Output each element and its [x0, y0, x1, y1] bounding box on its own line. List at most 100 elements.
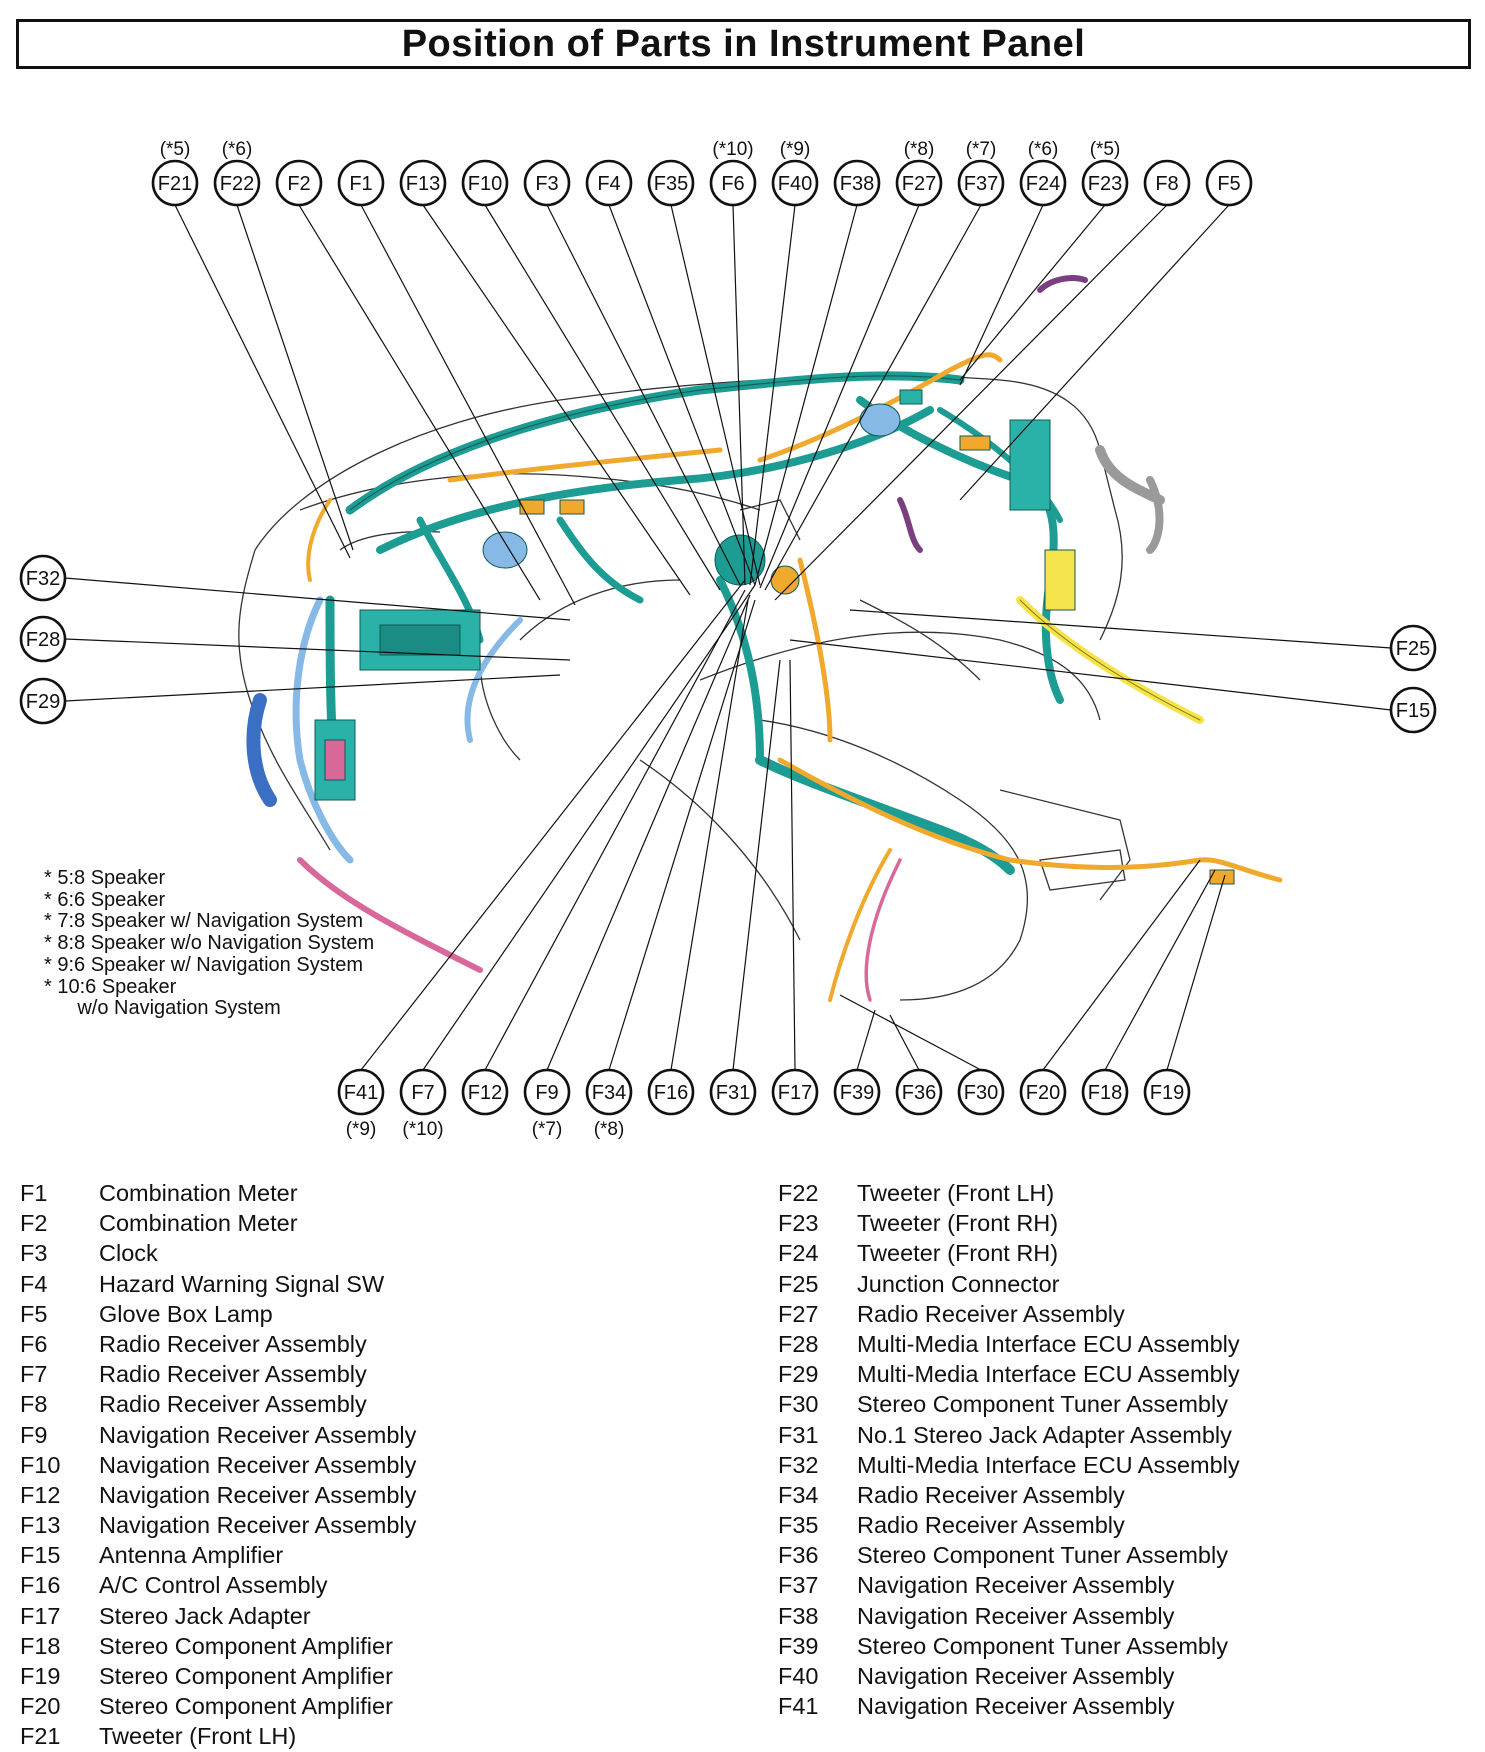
callout-code: F27: [902, 173, 936, 195]
component-blocks: [314, 389, 1235, 885]
leader-line-f39: [856, 1009, 876, 1071]
callout-circle: [1389, 686, 1437, 734]
callout-f28: F28: [19, 615, 67, 663]
callout-circle: [275, 159, 323, 207]
note-line: * 10:6 Speaker: [44, 975, 177, 998]
callout-circle: [771, 1068, 819, 1116]
legend-code: F41: [778, 1693, 819, 1720]
callout-f37: F37(*7): [957, 139, 1005, 207]
legend-code: F30: [778, 1391, 819, 1418]
callout-code: F1: [349, 173, 372, 195]
callout-f12: F12: [461, 1068, 509, 1116]
legend-code: F22: [778, 1180, 819, 1206]
callout-circle: [337, 1068, 385, 1116]
note-line: * 6:6 Speaker: [44, 888, 166, 911]
callout-circle: [1081, 1068, 1129, 1116]
callout-f18: F18: [1081, 1068, 1129, 1116]
leader-line-f38: [754, 204, 858, 586]
legend-description: Antenna Amplifier: [99, 1542, 284, 1569]
note-line: * 5:8 Speaker: [44, 867, 166, 889]
callout-f20: F20: [1019, 1068, 1067, 1116]
legend-code: F16: [20, 1572, 61, 1599]
legend-description: Stereo Component Amplifier: [99, 1693, 393, 1720]
legend-code: F19: [20, 1663, 61, 1689]
legend-description: Radio Receiver Assembly: [857, 1512, 1125, 1539]
callout-f1: F1: [337, 159, 385, 207]
callout-code: F34: [592, 1082, 626, 1104]
legend-code: F10: [20, 1451, 61, 1478]
leader-line-f37: [764, 204, 982, 591]
legend-description: Radio Receiver Assembly: [857, 1481, 1125, 1508]
callout-f15: F15: [1389, 686, 1437, 734]
callout-code: F36: [902, 1082, 936, 1104]
leader-line-f28: [64, 638, 571, 661]
leader-line-f8: [774, 204, 1168, 601]
leader-line-f13: [422, 204, 691, 596]
legend-description: Navigation Receiver Assembly: [99, 1481, 417, 1508]
title-box: Position of Parts in Instrument Panel: [16, 19, 1471, 69]
legend-code: F24: [778, 1240, 819, 1267]
callout-note: (*6): [1028, 139, 1059, 160]
leader-line-f29: [64, 674, 561, 702]
legend-code: F28: [778, 1330, 819, 1357]
legend-code: F8: [20, 1391, 48, 1418]
legend-code: F2: [20, 1210, 48, 1237]
callout-circle: [957, 159, 1005, 207]
leader-line-f9: [546, 594, 751, 1071]
legend-description: Stereo Component Tuner Assembly: [857, 1391, 1228, 1418]
callout-note: (*10): [402, 1119, 443, 1140]
callout-code: F19: [1150, 1082, 1184, 1104]
callout-f3: F3: [523, 159, 571, 207]
callout-f5: F5: [1205, 159, 1253, 207]
callout-f7: F7(*10): [399, 1068, 447, 1140]
legend-code: F20: [20, 1693, 61, 1720]
callout-circle: [523, 159, 571, 207]
leader-line-f30: [839, 994, 982, 1071]
callout-f34: F34(*8): [585, 1068, 633, 1140]
callout-f8: F8: [1143, 159, 1191, 207]
leader-line-f3: [546, 204, 741, 586]
callout-note: (*5): [160, 139, 191, 160]
callout-circle: [709, 1068, 757, 1116]
leader-lines: [64, 204, 1392, 1071]
legend-description: Navigation Receiver Assembly: [99, 1451, 417, 1478]
callout-circle: [709, 159, 757, 207]
legend-description: Tweeter (Front LH): [857, 1180, 1055, 1206]
callout-circle: [461, 159, 509, 207]
callout-f24: F24(*6): [1019, 139, 1067, 207]
leader-line-f40: [749, 204, 796, 586]
legend-description: No.1 Stereo Jack Adapter Assembly: [857, 1421, 1232, 1448]
callout-code: F15: [1396, 700, 1430, 722]
legend-code: F31: [778, 1421, 819, 1448]
legend-code: F13: [20, 1512, 61, 1539]
legend-code: F5: [20, 1300, 48, 1327]
callout-f22: F22(*6): [213, 139, 261, 207]
callout-code: F28: [26, 629, 60, 651]
callout-code: F32: [26, 568, 60, 590]
leader-line-f21: [174, 204, 351, 559]
legend-description: Tweeter (Front LH): [99, 1723, 297, 1750]
callout-circle: [1205, 159, 1253, 207]
leader-line-f15: [789, 639, 1392, 711]
callout-note: (*10): [712, 139, 753, 160]
leader-line-f1: [360, 204, 576, 606]
callout-f40: F40(*9): [771, 139, 819, 207]
callout-f2: F2: [275, 159, 323, 207]
callout-f38: F38: [833, 159, 881, 207]
callout-f19: F19: [1143, 1068, 1191, 1116]
callout-circle: [957, 1068, 1005, 1116]
legend-description: Stereo Component Amplifier: [99, 1632, 393, 1659]
legend-code: F6: [20, 1330, 48, 1357]
callout-circle: [833, 1068, 881, 1116]
